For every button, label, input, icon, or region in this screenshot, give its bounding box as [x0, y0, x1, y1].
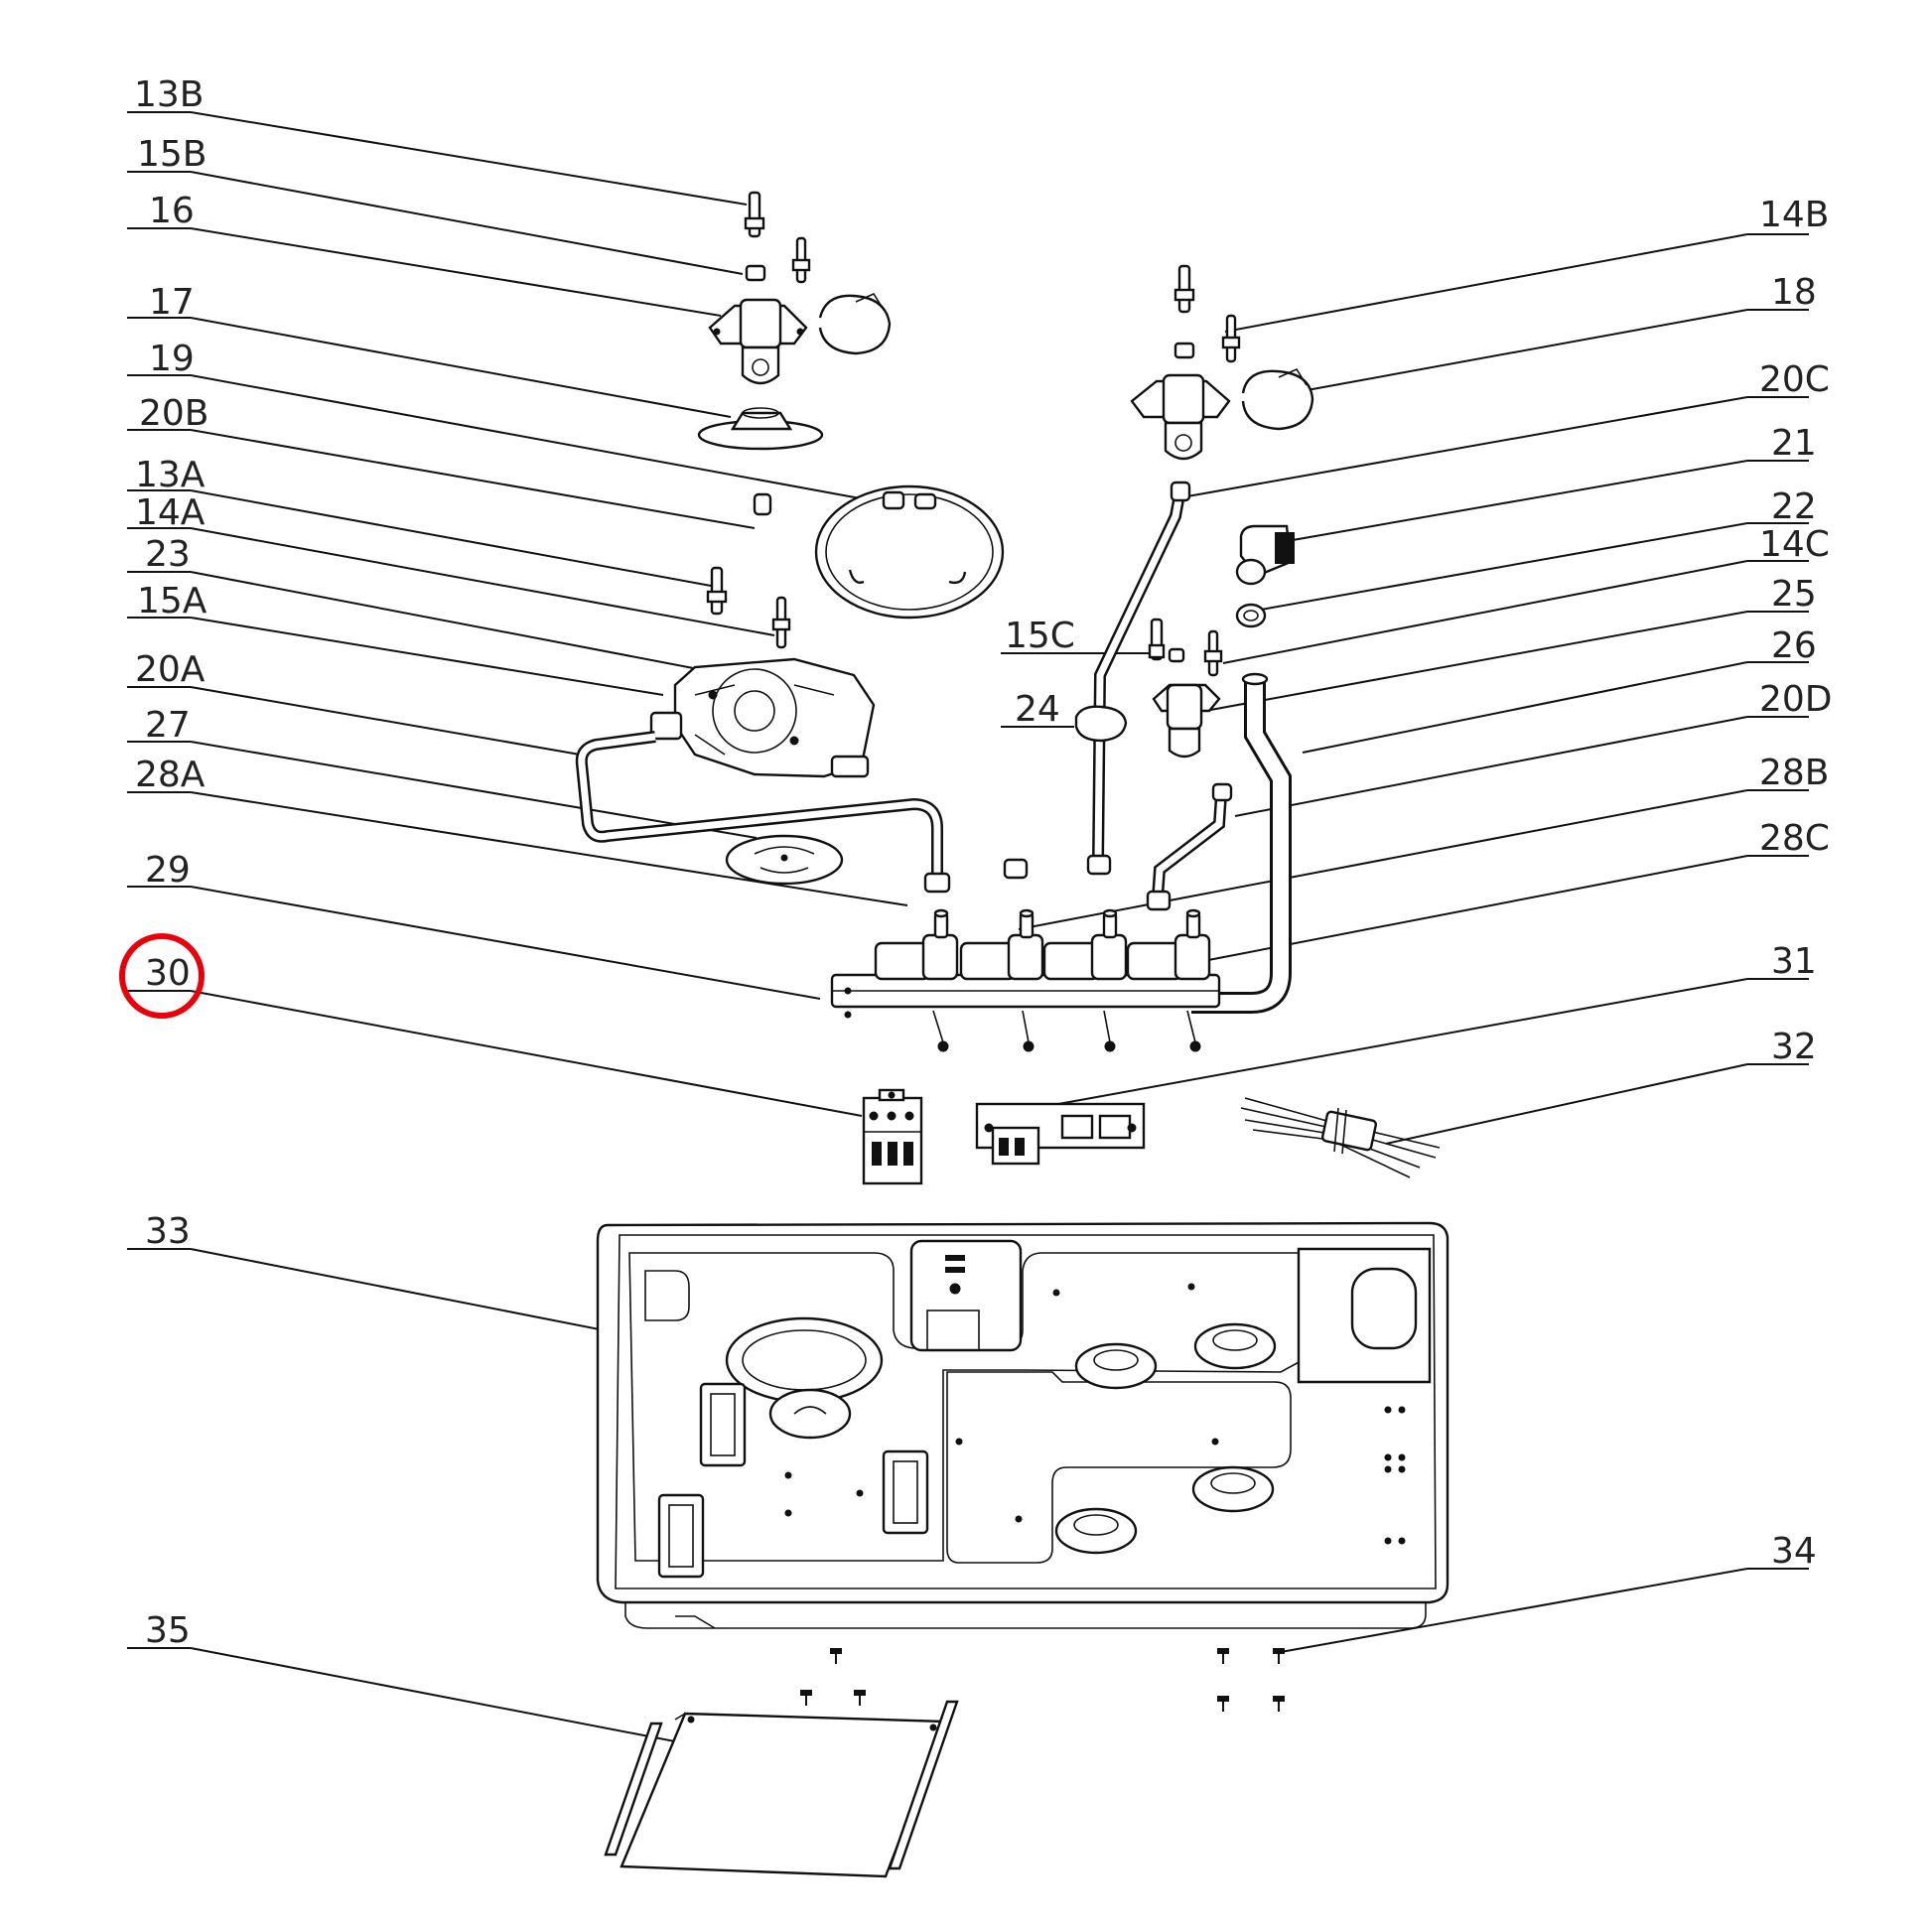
- label-13A: 13A: [135, 455, 206, 495]
- electrodes-13A-14A: [706, 566, 791, 649]
- label-15B: 15B: [137, 134, 207, 175]
- label-27: 27: [145, 705, 191, 746]
- label-28A: 28A: [135, 755, 206, 795]
- highlight-circle: [119, 933, 205, 1019]
- label-30: 30: [145, 953, 191, 994]
- label-20C: 20C: [1759, 359, 1830, 400]
- screws-34: [800, 1648, 1285, 1712]
- gas-tube-26: [1191, 672, 1292, 1014]
- burner-23: [649, 657, 876, 778]
- small-burner-group: [1074, 618, 1223, 759]
- gas-tube-20D: [1146, 782, 1233, 911]
- label-15C: 15C: [1005, 616, 1075, 656]
- label-14A: 14A: [135, 492, 206, 533]
- left-labels: 13B 15B 16 17 19 20B 13A 14A 23 15A 20A: [119, 74, 908, 1744]
- label-28C: 28C: [1759, 818, 1830, 859]
- cap-plate-27: [725, 834, 844, 886]
- valve-3: [1042, 908, 1128, 1052]
- label-28B: 28B: [1759, 753, 1830, 793]
- bottom-plate-35: [604, 1700, 959, 1878]
- label-16: 16: [149, 191, 195, 231]
- right-labels: 14B 18 20C 21 22 14C 25 26 20D 28B 28C: [1001, 195, 1833, 1653]
- label-29: 29: [145, 850, 191, 891]
- screw: [1273, 1696, 1285, 1712]
- screw: [800, 1690, 812, 1706]
- wire-harness-32: [1240, 1097, 1441, 1178]
- label-19: 19: [149, 339, 195, 379]
- label-25: 25: [1771, 574, 1817, 615]
- screw: [830, 1648, 842, 1664]
- burner-group-left: [697, 191, 892, 451]
- label-20D: 20D: [1759, 679, 1833, 720]
- valve-manifold-29: [830, 908, 1221, 1052]
- label-22: 22: [1771, 486, 1817, 527]
- gasket-ring-19: [814, 484, 1005, 620]
- valve-4: [1126, 908, 1211, 1052]
- label-18: 18: [1771, 272, 1817, 313]
- label-33: 33: [145, 1211, 191, 1252]
- label-23: 23: [145, 534, 191, 575]
- label-15A: 15A: [137, 581, 207, 621]
- label-17: 17: [149, 282, 195, 323]
- valve-2: [959, 908, 1044, 1052]
- screw: [1217, 1696, 1229, 1712]
- label-14C: 14C: [1759, 524, 1830, 565]
- gas-tube-20B: [753, 492, 1029, 880]
- screw: [1273, 1648, 1285, 1664]
- screw: [854, 1690, 866, 1706]
- screw: [1217, 1648, 1229, 1664]
- gas-tube-20A: [575, 731, 951, 894]
- base-tray-33: [596, 1221, 1449, 1629]
- elbow-21-washer-22: [1235, 524, 1295, 628]
- label-24: 24: [1015, 689, 1060, 730]
- label-35: 35: [145, 1610, 191, 1651]
- ignition-module-31: [975, 1102, 1146, 1166]
- label-20A: 20A: [135, 649, 206, 690]
- label-21: 21: [1771, 423, 1817, 464]
- label-34: 34: [1771, 1531, 1817, 1572]
- label-32: 32: [1771, 1027, 1817, 1067]
- label-13B: 13B: [134, 74, 205, 115]
- valve-1: [874, 908, 959, 1052]
- label-26: 26: [1771, 625, 1817, 666]
- label-31: 31: [1771, 941, 1817, 982]
- gas-tube-20C: [1086, 481, 1191, 876]
- terminal-block-30: [862, 1088, 923, 1185]
- burner-group-right: [1130, 264, 1314, 461]
- label-14B: 14B: [1759, 195, 1830, 235]
- label-20B: 20B: [139, 393, 209, 434]
